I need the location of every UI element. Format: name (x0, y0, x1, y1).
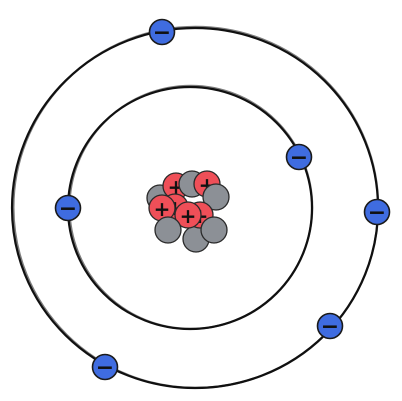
electron: − (91, 353, 119, 381)
electrons: − − − − − − (54, 18, 391, 381)
nucleus: ++++++ (146, 170, 230, 253)
neutron (200, 216, 228, 244)
electron: − (363, 198, 391, 226)
electron: − (285, 143, 313, 171)
electron-minus-sign: − (96, 356, 114, 381)
electron-minus-sign: − (368, 201, 386, 226)
electron-minus-sign: − (290, 146, 308, 171)
electron-body (285, 143, 313, 171)
electron-body (91, 353, 119, 381)
neutron (202, 183, 230, 211)
electron-minus-sign: − (321, 315, 339, 340)
neutron (154, 216, 182, 244)
proton: + (174, 201, 202, 229)
electron-body (316, 312, 344, 340)
electron: − (316, 312, 344, 340)
electron-minus-sign: − (153, 21, 171, 46)
electron-body (363, 198, 391, 226)
neutron-body (154, 216, 182, 244)
proton-plus-sign: + (154, 197, 171, 221)
electron-body (54, 194, 82, 222)
neutron-body (202, 183, 230, 211)
neutron-body (200, 216, 228, 244)
proton-body (174, 201, 202, 229)
electron: − (54, 194, 82, 222)
electron-body (148, 18, 176, 46)
electron: − (148, 18, 176, 46)
proton-plus-sign: + (180, 204, 197, 228)
electron-minus-sign: − (59, 197, 77, 222)
